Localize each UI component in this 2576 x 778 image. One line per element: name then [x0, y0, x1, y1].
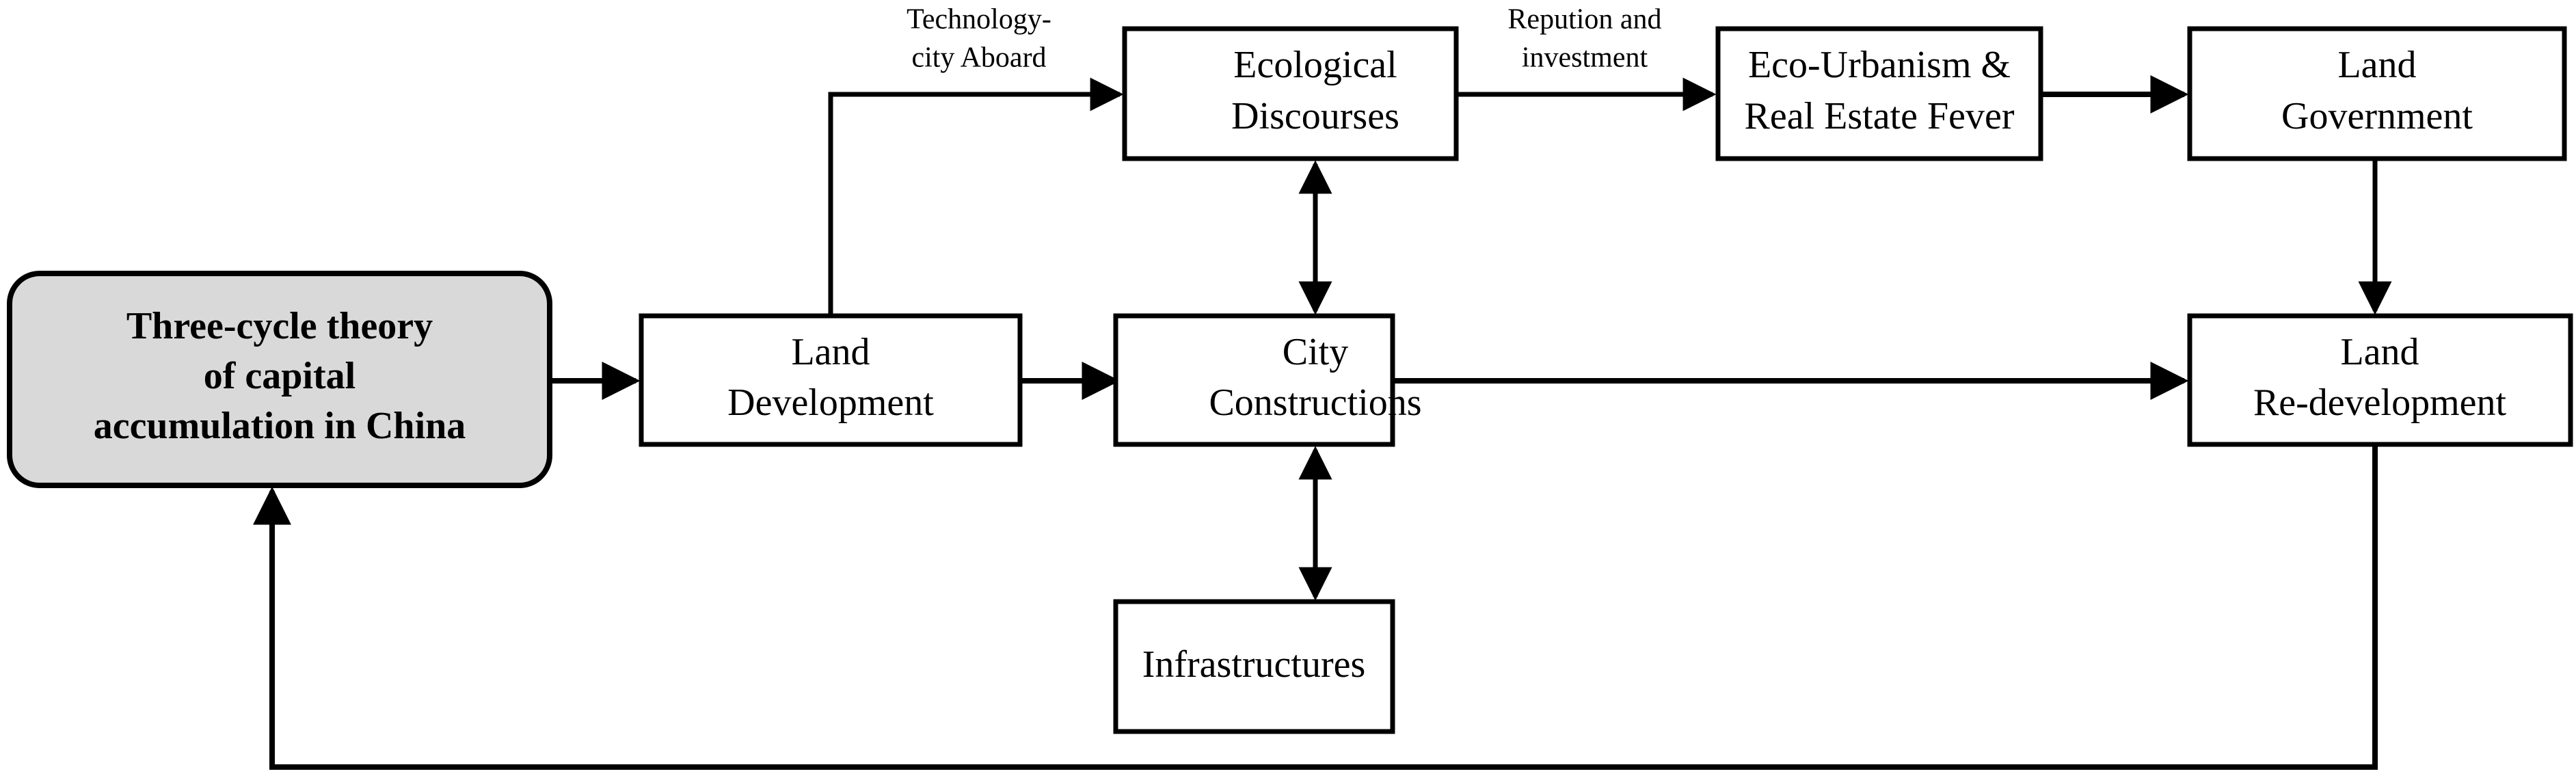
node-land-government[interactable]: Land Government	[2187, 26, 2567, 161]
node-eco-urbanism[interactable]: Eco-Urbanism & Real Estate Fever	[1715, 26, 2043, 161]
node-infrastructures-line-1: Infrastructures	[1142, 643, 1366, 686]
node-root-line-2: of capital	[204, 355, 355, 397]
edge-label-repution-and-investment-line-2: investment	[1522, 42, 1648, 74]
node-ecological-discourses[interactable]: Ecological Discourses	[1122, 26, 1459, 161]
node-land-government-line-1: Land	[2337, 44, 2416, 86]
node-land-development-shape	[639, 313, 1023, 447]
edge-land-development-to-ecological-discourses	[828, 77, 1124, 316]
node-infrastructures[interactable]: Infrastructures	[1113, 599, 1395, 734]
node-land-development-line-2: Development	[727, 381, 934, 424]
node-eco-urbanism-line-2: Real Estate Fever	[1745, 95, 2015, 137]
node-eco-urbanism-shape	[1715, 26, 2043, 161]
edge-label-repution-and-investment: Repution and investment	[1507, 4, 1661, 74]
node-land-government-line-2: Government	[2281, 95, 2473, 137]
node-land-redevelopment-line-1: Land	[2340, 331, 2419, 373]
node-land-development[interactable]: Land Development	[639, 313, 1023, 447]
node-ecological-discourses-shape	[1122, 26, 1459, 161]
node-root-line-1: Three-cycle theory	[126, 305, 433, 347]
node-city-constructions-line-2: Constructions	[1209, 381, 1421, 424]
node-ecological-discourses-line-1: Ecological	[1233, 44, 1397, 86]
node-land-redevelopment-line-2: Re-development	[2253, 381, 2507, 424]
node-root[interactable]: Three-cycle theory of capital accumulati…	[7, 271, 552, 488]
node-land-redevelopment-shape	[2187, 313, 2573, 447]
node-root-line-3: accumulation in China	[94, 405, 466, 447]
node-infrastructures-shape	[1113, 599, 1395, 734]
node-city-constructions-shape	[1113, 313, 1395, 447]
edge-label-technology-city-aboard-line-2: city Aboard	[911, 42, 1046, 74]
edge-land-redevelopment-to-root-feedback	[253, 444, 2378, 770]
node-land-development-line-1: Land	[791, 331, 870, 373]
edge-label-technology-city-aboard: Technology- city Aboard	[907, 4, 1051, 74]
node-city-constructions[interactable]: City Constructions	[1113, 313, 1422, 447]
node-city-constructions-line-1: City	[1283, 331, 1348, 373]
node-eco-urbanism-line-1: Eco-Urbanism &	[1748, 44, 2011, 86]
node-root-shape	[7, 271, 552, 488]
node-land-government-shape	[2187, 26, 2567, 161]
node-land-redevelopment[interactable]: Land Re-development	[2187, 313, 2573, 447]
edge-label-technology-city-aboard-line-1: Technology-	[907, 4, 1051, 36]
edge-label-repution-and-investment-line-1: Repution and	[1507, 4, 1661, 36]
node-ecological-discourses-line-2: Discourses	[1231, 95, 1399, 137]
